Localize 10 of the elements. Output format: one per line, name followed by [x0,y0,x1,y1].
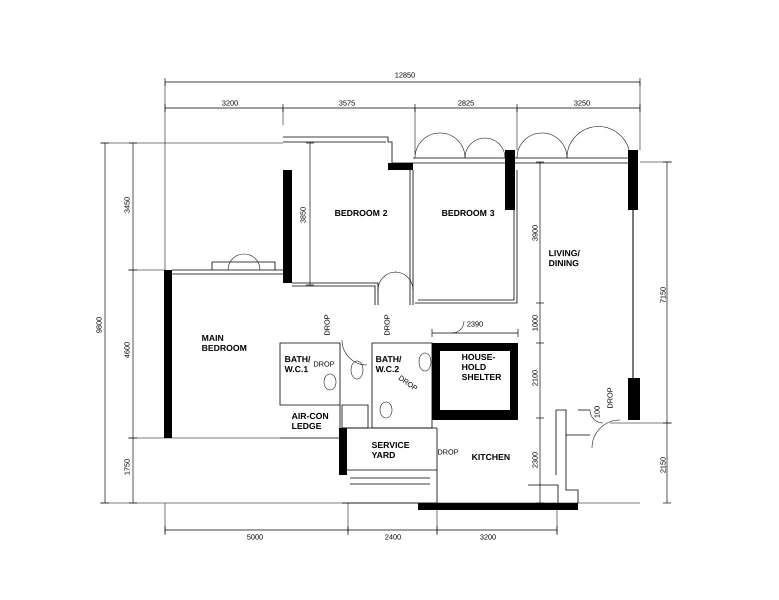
room-label: BATH/ W.C.1 [284,356,310,372]
room-label: BEDROOM 3 [442,210,494,216]
room-label: HOUSE- HOLD SHELTER [462,354,502,380]
room-label: LIVING/ DINING [549,250,580,266]
room-label: MAIN BEDROOM [202,334,246,352]
room-label: KITCHEN [472,454,510,460]
room-label: BEDROOM 2 [335,210,388,216]
room-label: SERVICE YARD [372,442,410,458]
room-label: AIR-CON LEDGE [292,412,328,430]
room-label: BATH/ W.C.2 [376,356,402,372]
